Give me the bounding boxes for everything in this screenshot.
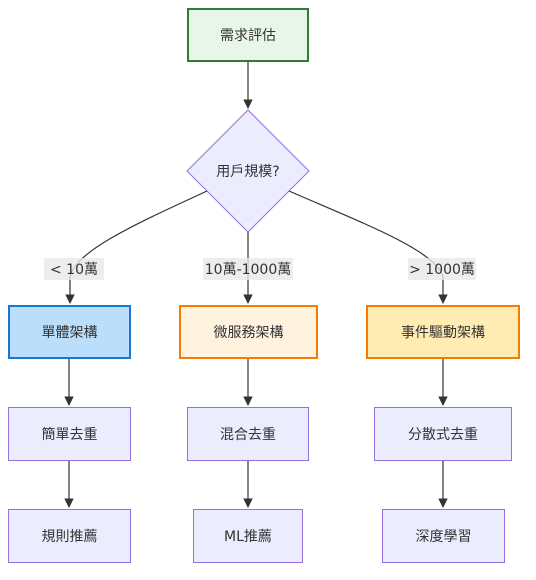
distributed-dedup-node: 分散式去重: [374, 407, 512, 461]
edge-decision-to-small: [65, 190, 208, 304]
event-driven-node: 事件驅動架構: [366, 305, 520, 359]
edge-label-medium: 10萬-1000萬: [203, 258, 293, 280]
hybrid-dedup-node: 混合去重: [187, 407, 309, 461]
edge-label-large: > 1000萬: [408, 258, 476, 280]
microservice-node: 微服務架構: [179, 305, 318, 359]
decision-node-label: 用戶規模?: [216, 164, 280, 180]
rule-recommendation-node: 規則推薦: [8, 509, 131, 563]
edge-label-small: < 10萬: [44, 258, 104, 280]
monolith-node: 單體架構: [8, 305, 131, 359]
deep-learning-node: 深度學習: [382, 509, 505, 563]
edge-decision-to-large: [288, 190, 448, 304]
ml-recommendation-node: ML推薦: [193, 509, 303, 563]
start-node: 需求評估: [187, 8, 309, 62]
simple-dedup-node: 簡單去重: [8, 407, 131, 461]
